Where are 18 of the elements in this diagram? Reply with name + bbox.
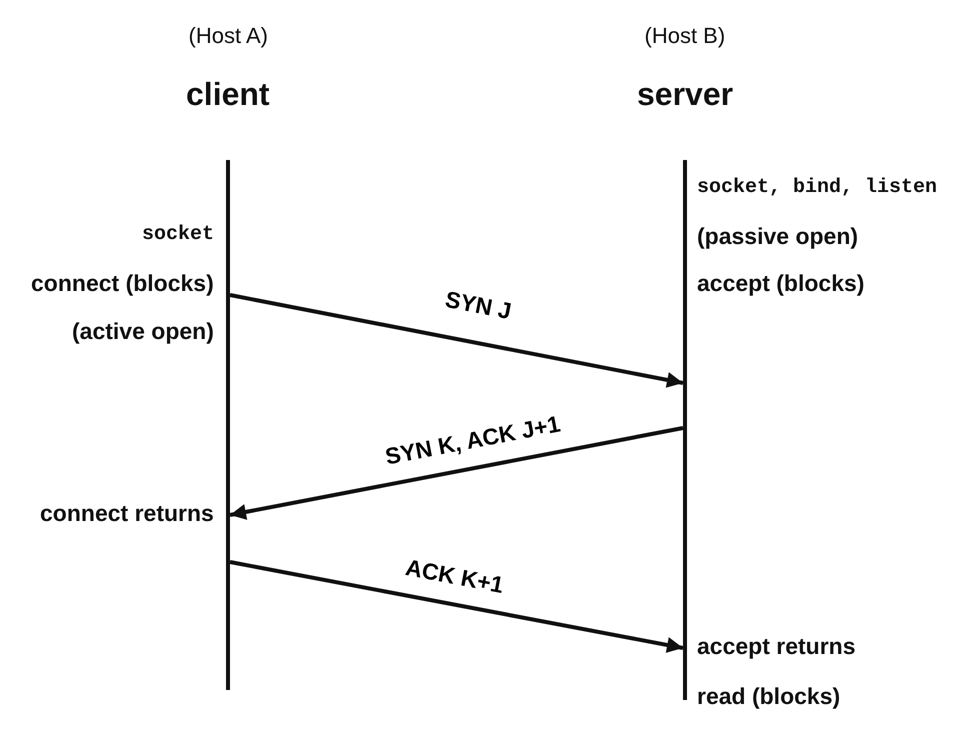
lifeline xyxy=(226,160,230,690)
lifeline xyxy=(683,160,687,700)
participant-name: server xyxy=(637,78,734,110)
event-label: connect returns xyxy=(40,502,214,525)
message-arrow xyxy=(230,426,684,520)
event-label: accept returns xyxy=(697,635,856,658)
participant-name: client xyxy=(186,78,270,110)
event-label: socket xyxy=(142,225,214,245)
event-label: (active open) xyxy=(72,320,214,343)
event-label: (passive open) xyxy=(697,225,858,248)
message-arrow xyxy=(230,293,684,388)
event-label: accept (blocks) xyxy=(697,272,864,295)
host-label: (Host A) xyxy=(188,25,268,47)
event-label: socket, bind, listen xyxy=(697,178,938,198)
message-arrow xyxy=(230,560,684,653)
host-label: (Host B) xyxy=(644,25,726,47)
event-label: read (blocks) xyxy=(697,685,840,708)
event-label: connect (blocks) xyxy=(31,272,214,295)
